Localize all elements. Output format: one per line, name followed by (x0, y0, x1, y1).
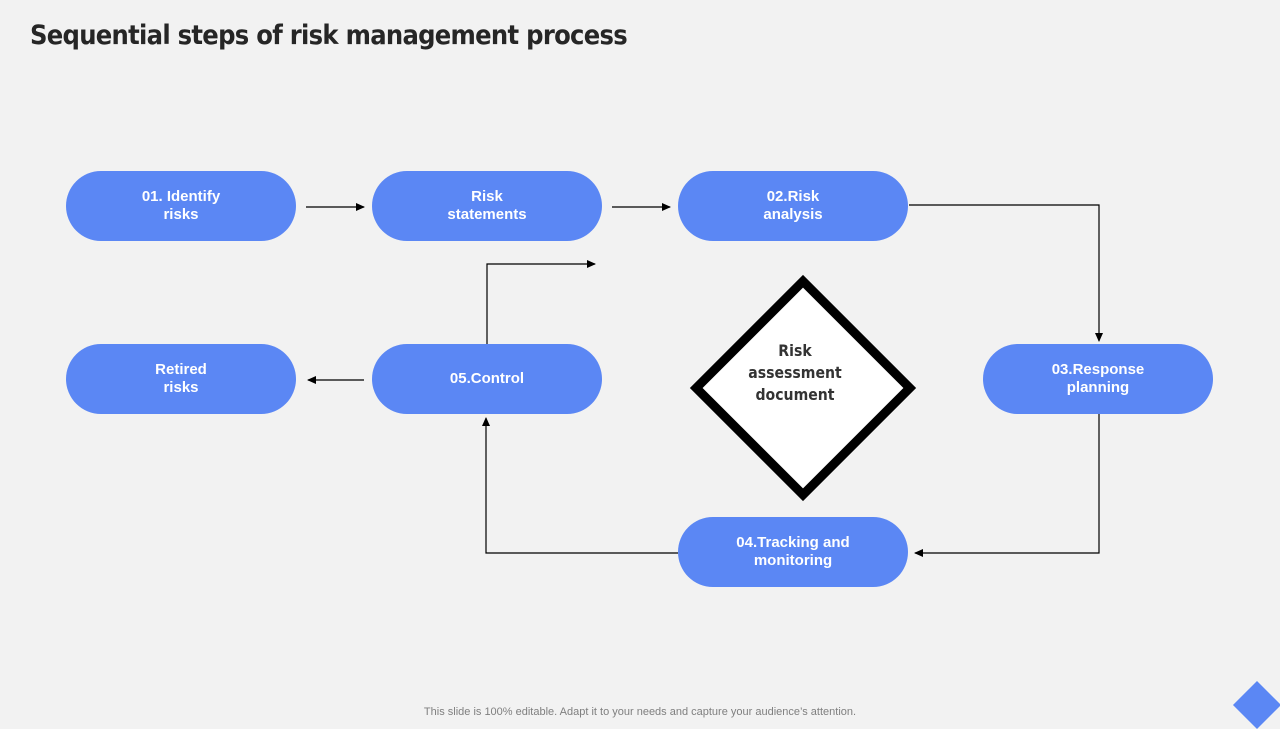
step-control-label: 05.Control (449, 370, 525, 387)
risk-assessment-label: Risk assessment document (748, 341, 842, 404)
step-identify-risks-label: 01. Identify risks (141, 188, 221, 223)
step-risk-analysis-label: 02.Risk analysis (763, 188, 823, 223)
step-tracking-monitoring: 04.Tracking and monitoring (678, 517, 908, 587)
step-response-planning-label: 03.Response planning (1051, 361, 1145, 396)
arrow-analysis-to-response (909, 204, 1103, 342)
step-tracking-monitoring-label: 04.Tracking and monitoring (736, 534, 850, 569)
slide-title: Sequential steps of risk management proc… (30, 20, 628, 51)
step-retired-risks: Retired risks (66, 344, 296, 414)
step-control: 05.Control (372, 344, 602, 414)
arrow-tracking-to-control (482, 417, 678, 554)
step-response-planning: 03.Response planning (983, 344, 1213, 414)
step-retired-risks-label: Retired risks (155, 361, 207, 396)
arrow-control-feedback-to-statements (486, 260, 596, 344)
step-risk-statements: Risk statements (372, 171, 602, 241)
step-risk-statements-label: Risk statements (447, 188, 527, 223)
slide-footer-note: This slide is 100% editable. Adapt it to… (423, 706, 857, 718)
arrow-response-to-tracking (914, 414, 1100, 557)
step-risk-analysis: 02.Risk analysis (678, 171, 908, 241)
step-identify-risks: 01. Identify risks (66, 171, 296, 241)
